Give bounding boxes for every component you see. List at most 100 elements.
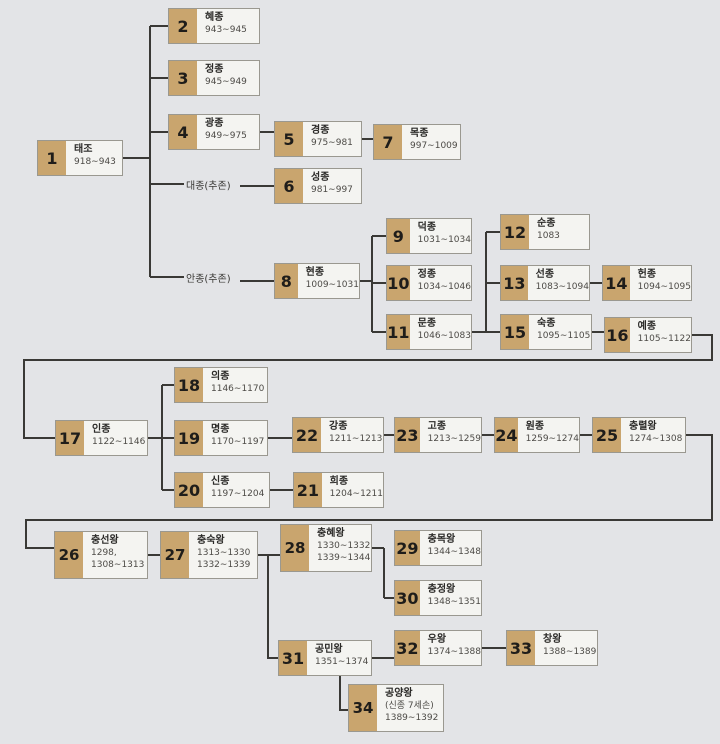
reign-years: 1009∼1031 [305, 280, 359, 290]
king-name: 원종 [525, 421, 545, 432]
king-name: 충선왕 [91, 535, 119, 546]
reign-number: 20 [175, 473, 203, 507]
king-node-32: 32 우왕 1374∼1388 [394, 630, 482, 666]
reign-years: 1259∼1274 [525, 434, 579, 444]
king-node-16: 16 예종 1105∼1122 [604, 317, 692, 353]
reign-years: 1313∼1330 [197, 548, 251, 558]
reign-years: 1204∼1211 [329, 489, 383, 499]
reign-number: 6 [275, 169, 303, 203]
branch-label-daejong: 대종(추존) [184, 177, 233, 192]
reign-number: 11 [387, 315, 410, 349]
reign-number: 7 [374, 125, 402, 159]
reign-number: 23 [395, 418, 420, 452]
reign-number: 2 [169, 9, 197, 43]
king-name: 헌종 [637, 269, 657, 280]
king-name: 정종 [417, 269, 437, 280]
reign-years: 1122∼1146 [92, 437, 146, 447]
reign-years-second: 1332∼1339 [197, 560, 251, 570]
king-name: 희종 [329, 476, 349, 487]
king-node-17: 17 인종 1122∼1146 [55, 420, 148, 456]
king-name: 명종 [211, 424, 230, 435]
reign-number: 16 [605, 318, 630, 352]
king-name: 혜종 [205, 12, 224, 23]
reign-number: 29 [395, 531, 420, 565]
reign-number: 31 [279, 641, 307, 675]
reign-years: 1213∼1259 [427, 434, 481, 444]
reign-years: 1388∼1389 [543, 647, 597, 657]
reign-years: 1031∼1034 [417, 235, 471, 245]
reign-years: 943∼945 [205, 25, 247, 35]
reign-number: 15 [501, 315, 529, 349]
king-name: 충혜왕 [317, 528, 345, 539]
king-name: 예종 [637, 321, 657, 332]
reign-years: 1170∼1197 [211, 437, 265, 447]
reign-years: 918∼943 [74, 157, 116, 167]
reign-years: 997∼1009 [410, 141, 458, 151]
reign-years-second: 1308∼1313 [91, 560, 145, 570]
king-name: 숙종 [537, 318, 556, 329]
king-name: 광종 [205, 118, 224, 129]
reign-years: (신종 7세손) [385, 701, 434, 711]
king-node-10: 10 정종 1034∼1046 [386, 265, 472, 301]
reign-years: 1298, [91, 548, 117, 558]
reign-years: 1094∼1095 [637, 282, 691, 292]
reign-years: 1330∼1332 [317, 541, 371, 551]
reign-number: 34 [349, 685, 377, 731]
reign-years: 1344∼1348 [427, 547, 481, 557]
reign-number: 33 [507, 631, 535, 665]
reign-number: 12 [501, 215, 529, 249]
reign-number: 13 [501, 266, 528, 300]
reign-years: 1105∼1122 [637, 334, 691, 344]
king-node-34: 34 공양왕 (신종 7세손) 1389∼1392 [348, 684, 444, 732]
king-name: 인종 [92, 424, 111, 435]
reign-number: 17 [56, 421, 84, 455]
reign-number: 25 [593, 418, 621, 452]
reign-number: 32 [395, 631, 420, 665]
king-node-11: 11 문종 1046∼1083 [386, 314, 472, 350]
reign-number: 1 [38, 141, 66, 175]
reign-years: 1034∼1046 [417, 282, 471, 292]
king-name: 신종 [211, 476, 230, 487]
king-node-15: 15 숙종 1095∼1105 [500, 314, 592, 350]
reign-years-second: 1339∼1344 [317, 553, 371, 563]
king-name: 충목왕 [427, 534, 456, 545]
reign-years: 949∼975 [205, 131, 247, 141]
reign-years: 1095∼1105 [537, 331, 591, 341]
reign-years: 1348∼1351 [427, 597, 481, 607]
reign-number: 3 [169, 61, 197, 95]
reign-number: 10 [387, 266, 410, 300]
reign-years: 1197∼1204 [211, 489, 265, 499]
king-name: 공양왕 [385, 688, 413, 699]
king-name: 문종 [417, 318, 437, 329]
king-name: 의종 [211, 371, 230, 382]
king-name: 공민왕 [315, 644, 343, 655]
reign-number: 22 [293, 418, 321, 452]
reign-years: 975∼981 [311, 138, 353, 148]
king-node-2: 2 혜종 943∼945 [168, 8, 260, 44]
reign-number: 14 [603, 266, 630, 300]
king-name: 우왕 [427, 634, 447, 645]
reign-years-second: 1389∼1392 [385, 713, 439, 723]
reign-years: 1046∼1083 [417, 331, 471, 341]
king-name: 현종 [305, 267, 325, 278]
king-name: 강종 [329, 421, 348, 432]
reign-years: 945∼949 [205, 77, 247, 87]
reign-number: 30 [395, 581, 420, 615]
reign-years: 1274∼1308 [629, 434, 683, 444]
king-name: 선종 [535, 269, 555, 280]
reign-years: 1374∼1388 [427, 647, 481, 657]
